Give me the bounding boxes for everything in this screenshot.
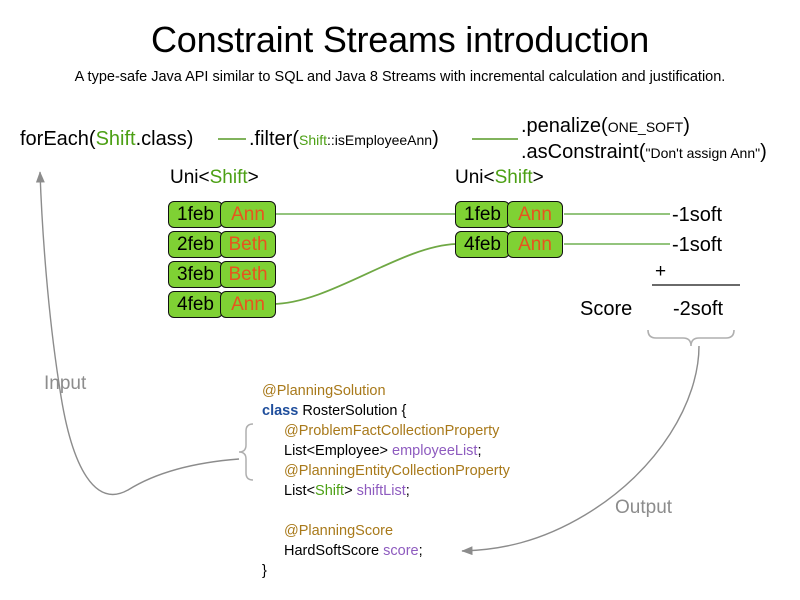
stage-penalize-suffix: ) [683, 115, 690, 137]
code-token: ; [477, 443, 482, 459]
stage-asconstraint: .asConstraint("Don't assign Ann") [521, 139, 767, 166]
fact-date-cell: 4feb [455, 231, 510, 258]
impact-value-2: -1soft [672, 234, 723, 256]
stage-filter-type: Shift [299, 132, 328, 148]
fact-employee-cell: Ann [507, 201, 563, 228]
code-token: @PlanningEntityCollectionProperty [284, 463, 510, 479]
stage-filter-prefix: .filter( [249, 128, 299, 150]
code-token: HardSoftScore [284, 543, 384, 559]
fact-date-cell: 1feb [168, 201, 223, 228]
code-line: List<Employee> employeeList; [262, 441, 510, 461]
code-line: List<Shift> shiftList; [262, 481, 510, 501]
code-line [262, 501, 510, 521]
uni-right-suffix: > [532, 167, 544, 188]
stage-asconstraint-prefix: .asConstraint( [521, 141, 646, 163]
fact-employee-cell: Beth [220, 261, 276, 288]
code-token: @PlanningScore [284, 523, 394, 539]
stage-filter-suffix: ) [432, 128, 439, 150]
uni-left-prefix: Uni< [170, 167, 210, 188]
page-subtitle: A type-safe Java API similar to SQL and … [74, 69, 726, 85]
stage-penalize-prefix: .penalize( [521, 115, 608, 137]
fact-employee-cell: Ann [220, 201, 276, 228]
code-token: shiftList [356, 483, 406, 499]
fact-date-cell: 1feb [455, 201, 510, 228]
code-token: RosterSolution { [302, 403, 407, 419]
stage-foreach: forEach(Shift.class) [20, 126, 193, 152]
uni-left-type: Shift [209, 167, 248, 188]
stage-foreach-prefix: forEach( [20, 128, 96, 150]
code-token: ; [405, 483, 410, 499]
uni-right-prefix: Uni< [455, 167, 495, 188]
code-token: > [344, 483, 357, 499]
impact-value-1: -1soft [672, 204, 723, 226]
stream-line-row4 [271, 243, 457, 305]
code-token: score [383, 543, 419, 559]
score-operator: + [655, 261, 667, 282]
uni-label-left: Uni<Shift> [170, 166, 259, 190]
code-line: class RosterSolution { [262, 401, 510, 421]
code-token: List<Employee> [284, 443, 393, 459]
stage-penalize-arg: ONE_SOFT [607, 119, 684, 135]
code-token: } [262, 563, 267, 579]
code-block: @PlanningSolution class RosterSolution { @… [262, 381, 510, 581]
stage-penalize: .penalize(ONE_SOFT) [521, 113, 690, 140]
page-title: Constraint Streams introduction [150, 19, 650, 60]
stage-filter-arg: ::isEmployeeAnn [327, 132, 433, 148]
stage-foreach-type: Shift [95, 128, 136, 150]
score-brace [647, 329, 735, 347]
code-token: Shift [315, 483, 345, 499]
code-fields-brace [238, 423, 254, 481]
output-label: Output [615, 497, 673, 518]
score-total: -2soft [673, 298, 724, 320]
code-token: @ProblemFactCollectionProperty [284, 423, 500, 439]
code-token: ; [418, 543, 423, 559]
fact-employee-cell: Ann [220, 291, 276, 318]
stage-asconstraint-suffix: ) [760, 141, 767, 163]
stage-asconstraint-arg: "Don't assign Ann" [645, 145, 761, 161]
code-line: @ProblemFactCollectionProperty [262, 421, 510, 441]
input-label: Input [44, 373, 87, 394]
fact-date-cell: 3feb [168, 261, 223, 288]
fact-date-cell: 2feb [168, 231, 223, 258]
stage-filter: .filter(Shift::isEmployeeAnn) [249, 126, 439, 153]
uni-label-right: Uni<Shift> [455, 166, 544, 190]
stage-foreach-suffix: .class) [135, 128, 194, 150]
uni-right-type: Shift [494, 167, 533, 188]
code-token: class [262, 403, 303, 419]
fact-employee-cell: Beth [220, 231, 276, 258]
fact-date-cell: 4feb [168, 291, 223, 318]
score-label: Score [580, 298, 633, 320]
code-line: } [262, 561, 510, 581]
code-token: @PlanningSolution [262, 383, 386, 399]
code-token: employeeList [392, 443, 478, 459]
fact-employee-cell: Ann [507, 231, 563, 258]
code-line: HardSoftScore score; [262, 541, 510, 561]
code-line: @PlanningSolution [262, 381, 510, 401]
code-token: List< [284, 483, 316, 499]
uni-left-suffix: > [247, 167, 259, 188]
code-line: @PlanningEntityCollectionProperty [262, 461, 510, 481]
code-line: @PlanningScore [262, 521, 510, 541]
